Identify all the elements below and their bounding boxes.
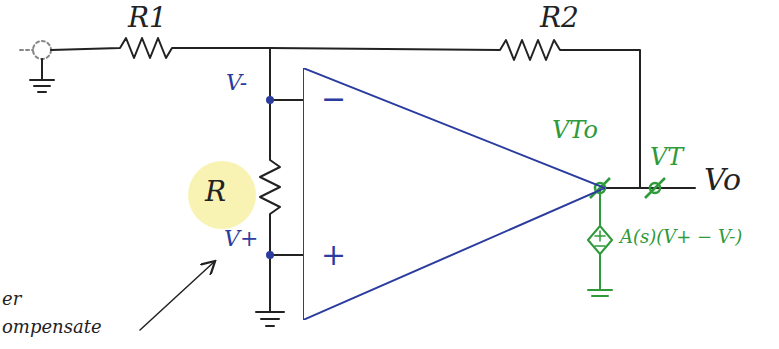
- node-voltage: V+: [224, 228, 258, 250]
- node-voltage: VT: [650, 145, 683, 169]
- note-text: ompensate: [2, 318, 102, 336]
- opamp-outline: [303, 68, 605, 320]
- node-voltage: VTo: [552, 118, 598, 142]
- node-voltage: V-: [226, 72, 247, 94]
- resistor-name: R2: [540, 4, 579, 32]
- source-expression: A(s)(V+ − V-): [620, 228, 742, 246]
- resistor-name: R1: [128, 4, 167, 32]
- noninverting-input-sign: +: [321, 240, 346, 270]
- output-voltage: Vo: [704, 165, 741, 195]
- inverting-input-sign: −: [321, 84, 346, 114]
- resistor-name: R: [205, 178, 226, 206]
- opamp-triangle: −+: [303, 68, 605, 320]
- note-text: er: [2, 290, 21, 308]
